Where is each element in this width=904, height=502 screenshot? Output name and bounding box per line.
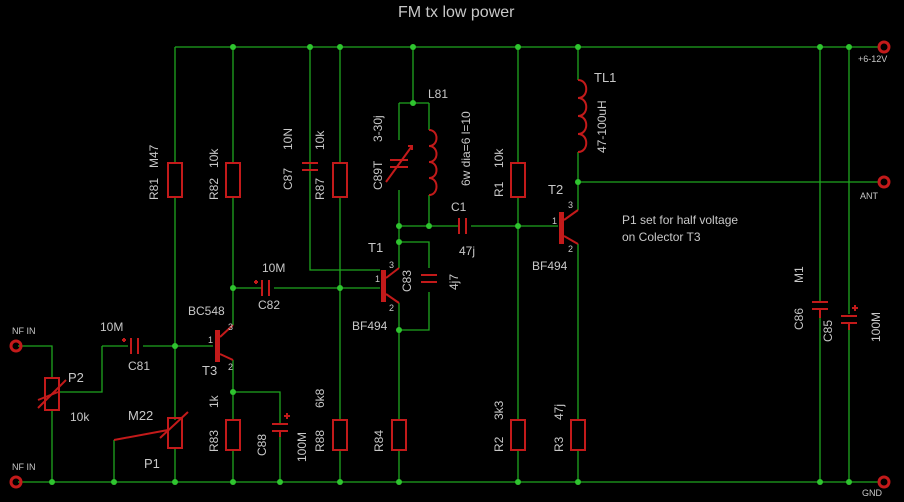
- terminal-nf-in-top: NF IN: [9, 326, 36, 353]
- c87-value: 10N: [281, 128, 295, 150]
- resistor-r84: R84: [372, 419, 407, 452]
- terminal-vcc: +6-12V: [858, 40, 891, 64]
- t3-pin-collector: 3: [228, 322, 233, 332]
- capacitor-c85: C85 100M: [821, 305, 883, 342]
- resistor-r88: R88 6k8: [313, 388, 348, 452]
- r84-name: R84: [372, 430, 386, 452]
- c81-value: 10M: [100, 320, 123, 334]
- r2-name: R2: [492, 436, 506, 452]
- tl1-name: TL1: [594, 70, 616, 85]
- l81-value: 6w dia=6 l=10: [459, 111, 473, 186]
- transistor-t2: 1 3 2 T2 BF494: [532, 182, 579, 273]
- c87-name: C87: [281, 168, 295, 190]
- c85-value: 100M: [869, 312, 883, 342]
- inductor-l81: L81 6w dia=6 l=10: [428, 87, 473, 196]
- t1-name: T1: [368, 240, 383, 255]
- inductor-tl1: TL1 47-100uH: [577, 70, 616, 153]
- t2-pin-emitter: 2: [568, 244, 573, 254]
- capacitor-c1: C1 47j: [451, 200, 475, 258]
- resistor-r83: R83 1k: [207, 394, 241, 452]
- note-line1: P1 set for half voltage: [622, 213, 738, 227]
- r87-value: 10k: [313, 130, 327, 150]
- terminal-ant-label: ANT: [860, 191, 879, 201]
- junctions: [49, 44, 852, 485]
- c1-value: 47j: [459, 244, 475, 258]
- t2-value: BF494: [532, 259, 568, 273]
- transistor-t3: 1 3 2 BC548 T3: [188, 304, 234, 378]
- t1-pin-collector: 3: [389, 260, 394, 270]
- c83-value: 4j7: [447, 274, 461, 290]
- p2-value: 10k: [70, 410, 90, 424]
- note-line2: on Colector T3: [622, 230, 701, 244]
- c81-name: C81: [128, 359, 150, 373]
- transistor-t1: 1 3 2 T1 BF494: [352, 240, 400, 333]
- r83-name: R83: [207, 430, 221, 452]
- resistor-r82: R82 10k: [207, 148, 241, 200]
- resistor-r1: R1 10k: [492, 148, 526, 198]
- r3-value: 47j: [552, 404, 566, 420]
- c88-value: 100M: [295, 432, 309, 462]
- p2-name: P2: [68, 370, 84, 385]
- t1-pin-emitter: 2: [389, 303, 394, 313]
- r88-value: 6k8: [313, 388, 327, 408]
- terminal-ant: ANT: [860, 175, 891, 201]
- r1-name: R1: [492, 181, 506, 197]
- terminal-gnd-label: GND: [862, 488, 883, 498]
- r2-value: 3k3: [492, 400, 506, 420]
- capacitor-c89t: C89T 3-30j: [371, 115, 413, 190]
- capacitor-c88: C88 100M: [255, 413, 309, 462]
- r82-value: 10k: [207, 148, 221, 168]
- terminal-nf-in-bottom: NF IN: [9, 462, 36, 489]
- capacitor-c87: C87 10N: [281, 128, 318, 190]
- r1-value: 10k: [492, 148, 506, 168]
- c85-name: C85: [821, 320, 835, 342]
- t2-pin-base: 1: [552, 216, 557, 226]
- annotation-note: P1 set for half voltage on Colector T3: [622, 213, 738, 244]
- r87-name: R87: [313, 178, 327, 200]
- r81-name: R81: [147, 178, 161, 200]
- capacitor-c81: 10M C81: [100, 320, 150, 373]
- t3-value: BC548: [188, 304, 225, 318]
- capacitor-c83: C83 4j7: [400, 270, 461, 292]
- terminal-vcc-label: +6-12V: [858, 54, 887, 64]
- t1-pin-base: 1: [375, 274, 380, 284]
- resistor-r2: R2 3k3: [492, 400, 526, 452]
- capacitor-c82: 10M C82: [254, 261, 285, 312]
- t3-pin-base: 1: [208, 335, 213, 345]
- l81-name: L81: [428, 87, 448, 101]
- p1-value: M22: [128, 408, 153, 423]
- t3-name: T3: [202, 363, 217, 378]
- t2-pin-collector: 3: [568, 200, 573, 210]
- c86-value: M1: [792, 266, 806, 283]
- resistor-r81: R81 M47: [147, 144, 183, 200]
- c89t-name: C89T: [371, 160, 385, 190]
- c89t-value: 3-30j: [371, 115, 385, 142]
- terminal-gnd: GND: [862, 475, 891, 498]
- t1-value: BF494: [352, 319, 388, 333]
- c82-name: C82: [258, 298, 280, 312]
- potentiometer-p2: P2 10k: [37, 370, 90, 424]
- tl1-value: 47-100uH: [595, 100, 609, 153]
- r88-name: R88: [313, 430, 327, 452]
- t2-name: T2: [548, 182, 563, 197]
- resistor-r3: R3 47j: [552, 404, 586, 452]
- c83-name: C83: [400, 270, 414, 292]
- c86-name: C86: [792, 308, 806, 330]
- r81-value: M47: [147, 144, 161, 168]
- r3-name: R3: [552, 436, 566, 452]
- p1-name: P1: [144, 456, 160, 471]
- c82-value: 10M: [262, 261, 285, 275]
- terminal-nf-in-top-label: NF IN: [12, 326, 36, 336]
- terminal-nf-in-bottom-label: NF IN: [12, 462, 36, 472]
- resistor-r87: R87 10k: [313, 130, 348, 200]
- c1-name: C1: [451, 200, 467, 214]
- diagram-title: FM tx low power: [398, 4, 515, 21]
- r82-name: R82: [207, 178, 221, 200]
- r83-value: 1k: [207, 394, 221, 408]
- capacitor-c86: C86 M1: [792, 266, 828, 330]
- potentiometer-p1: M22 P1: [113, 408, 189, 471]
- t3-pin-emitter: 2: [228, 362, 233, 372]
- c88-name: C88: [255, 434, 269, 456]
